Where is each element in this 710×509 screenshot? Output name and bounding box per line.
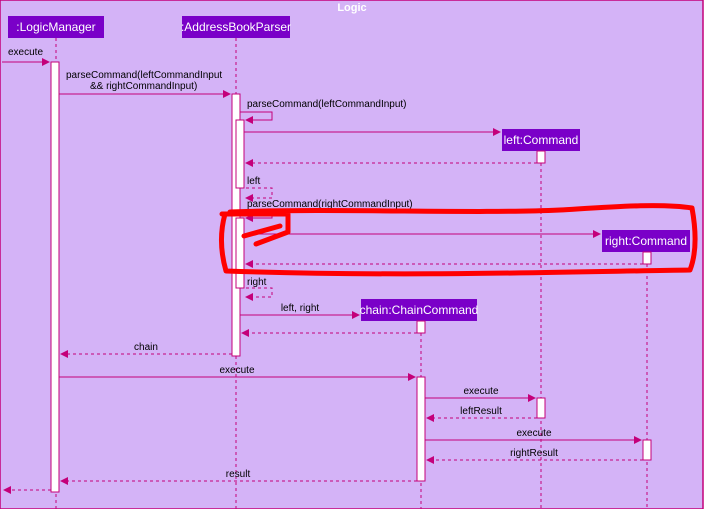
label-chain-return: chain (134, 342, 158, 353)
participant-parser-label: :AddressBookParser (181, 20, 291, 34)
participant-parser (182, 16, 290, 38)
label-left-return: left (247, 176, 261, 187)
label-right-result: rightResult (510, 448, 558, 459)
activation-parser-right-parse (235, 217, 245, 289)
activation-parser-left-parse (235, 119, 245, 189)
label-execute-chain: execute (219, 365, 254, 376)
participant-logic-manager (8, 16, 104, 38)
activations (50, 61, 652, 493)
message-left-return (240, 187, 273, 202)
red-annotation-scribble (218, 203, 698, 277)
label-create-chain: left, right (281, 303, 320, 314)
label-parse-right: parseCommand(rightCommandInput) (247, 199, 413, 210)
message-parse-left (240, 111, 273, 124)
label-result: result (226, 469, 251, 480)
label-execute-left: execute (463, 386, 498, 397)
participant-logic-manager-label: :LogicManager (16, 20, 95, 34)
label-execute-in: execute (8, 47, 43, 58)
activation-chain-execute (416, 376, 426, 482)
participant-right-command (602, 230, 690, 252)
activation-left-command (536, 150, 546, 164)
activation-left-execute (536, 397, 546, 419)
participant-chain-command (361, 299, 477, 321)
participant-left-command (502, 129, 580, 151)
activation-right-execute (642, 439, 652, 461)
activation-right-command (642, 251, 652, 265)
label-execute-right: execute (516, 428, 551, 439)
participant-left-command-label: left:Command (504, 133, 579, 147)
label-left-result: leftResult (460, 406, 502, 417)
participant-chain-command-label: chain:ChainCommand (360, 303, 479, 317)
activation-logic-manager (50, 61, 60, 493)
label-parse-combined-1: parseCommand(leftCommandInput (66, 70, 222, 81)
label-parse-combined-2: && rightCommandInput) (90, 81, 197, 92)
label-parse-left: parseCommand(leftCommandInput) (247, 99, 407, 110)
activation-chain-create (416, 320, 426, 334)
message-right-return (240, 287, 273, 301)
label-right-return: right (247, 277, 267, 288)
frame-title: Logic (337, 2, 366, 14)
participant-right-command-label: right:Command (605, 234, 687, 248)
